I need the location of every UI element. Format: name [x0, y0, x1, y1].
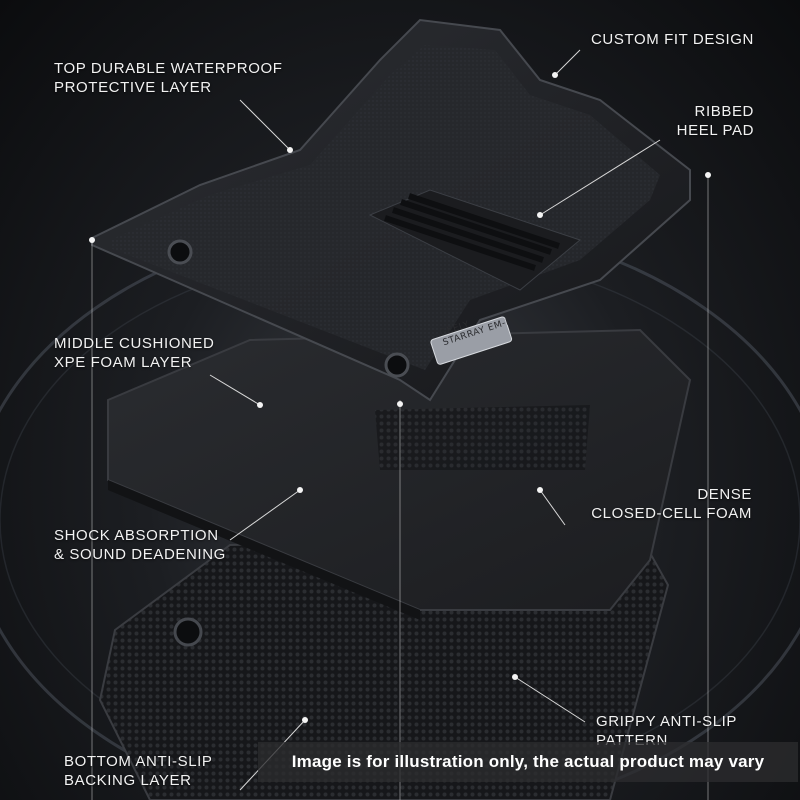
callout-dense-foam: DENSE CLOSED-CELL FOAM: [591, 485, 752, 523]
callout-bottom-line2: BACKING LAYER: [64, 772, 192, 789]
callout-middle-foam: MIDDLE CUSHIONED XPE FOAM LAYER: [54, 334, 214, 372]
callout-top-layer-line2: PROTECTIVE LAYER: [54, 79, 212, 96]
callout-lines: [91, 49, 709, 800]
callout-shock-line2: & SOUND DEADENING: [54, 546, 226, 563]
callout-shock-line1: SHOCK ABSORPTION: [54, 527, 219, 544]
callout-dots: [89, 72, 711, 723]
callout-top-layer: TOP DURABLE WATERPROOF PROTECTIVE LAYER: [54, 59, 283, 97]
top-grommet-right: [384, 352, 410, 378]
callout-shock: SHOCK ABSORPTION & SOUND DEADENING: [54, 526, 226, 564]
brand-badge: [430, 316, 513, 365]
bottom-grommet: [173, 617, 203, 647]
callout-bottom: BOTTOM ANTI-SLIP BACKING LAYER: [64, 752, 213, 790]
callout-custom-fit-line1: CUSTOM FIT DESIGN: [591, 31, 754, 48]
top-grommet-left: [167, 239, 193, 265]
disclaimer-text: Image is for illustration only, the actu…: [291, 752, 765, 771]
disclaimer-banner: Image is for illustration only, the actu…: [258, 742, 798, 782]
callout-middle-foam-line2: XPE FOAM LAYER: [54, 354, 193, 371]
ribbed-heel-pad: [368, 189, 582, 291]
callout-ribbed-heel: RIBBED HEEL PAD: [677, 102, 754, 140]
callout-grippy-line1: GRIPPY ANTI-SLIP: [596, 713, 738, 730]
callout-top-layer-line1: TOP DURABLE WATERPROOF: [54, 60, 283, 77]
callout-dense-foam-line2: CLOSED-CELL FOAM: [591, 505, 752, 522]
callout-ribbed-heel-line1: RIBBED: [694, 103, 754, 120]
callout-bottom-line1: BOTTOM ANTI-SLIP: [64, 753, 213, 770]
callout-dense-foam-line1: DENSE: [697, 486, 752, 503]
callout-ribbed-heel-line2: HEEL PAD: [676, 122, 754, 139]
callout-custom-fit: CUSTOM FIT DESIGN: [591, 30, 754, 49]
callout-middle-foam-line1: MIDDLE CUSHIONED: [54, 335, 215, 352]
